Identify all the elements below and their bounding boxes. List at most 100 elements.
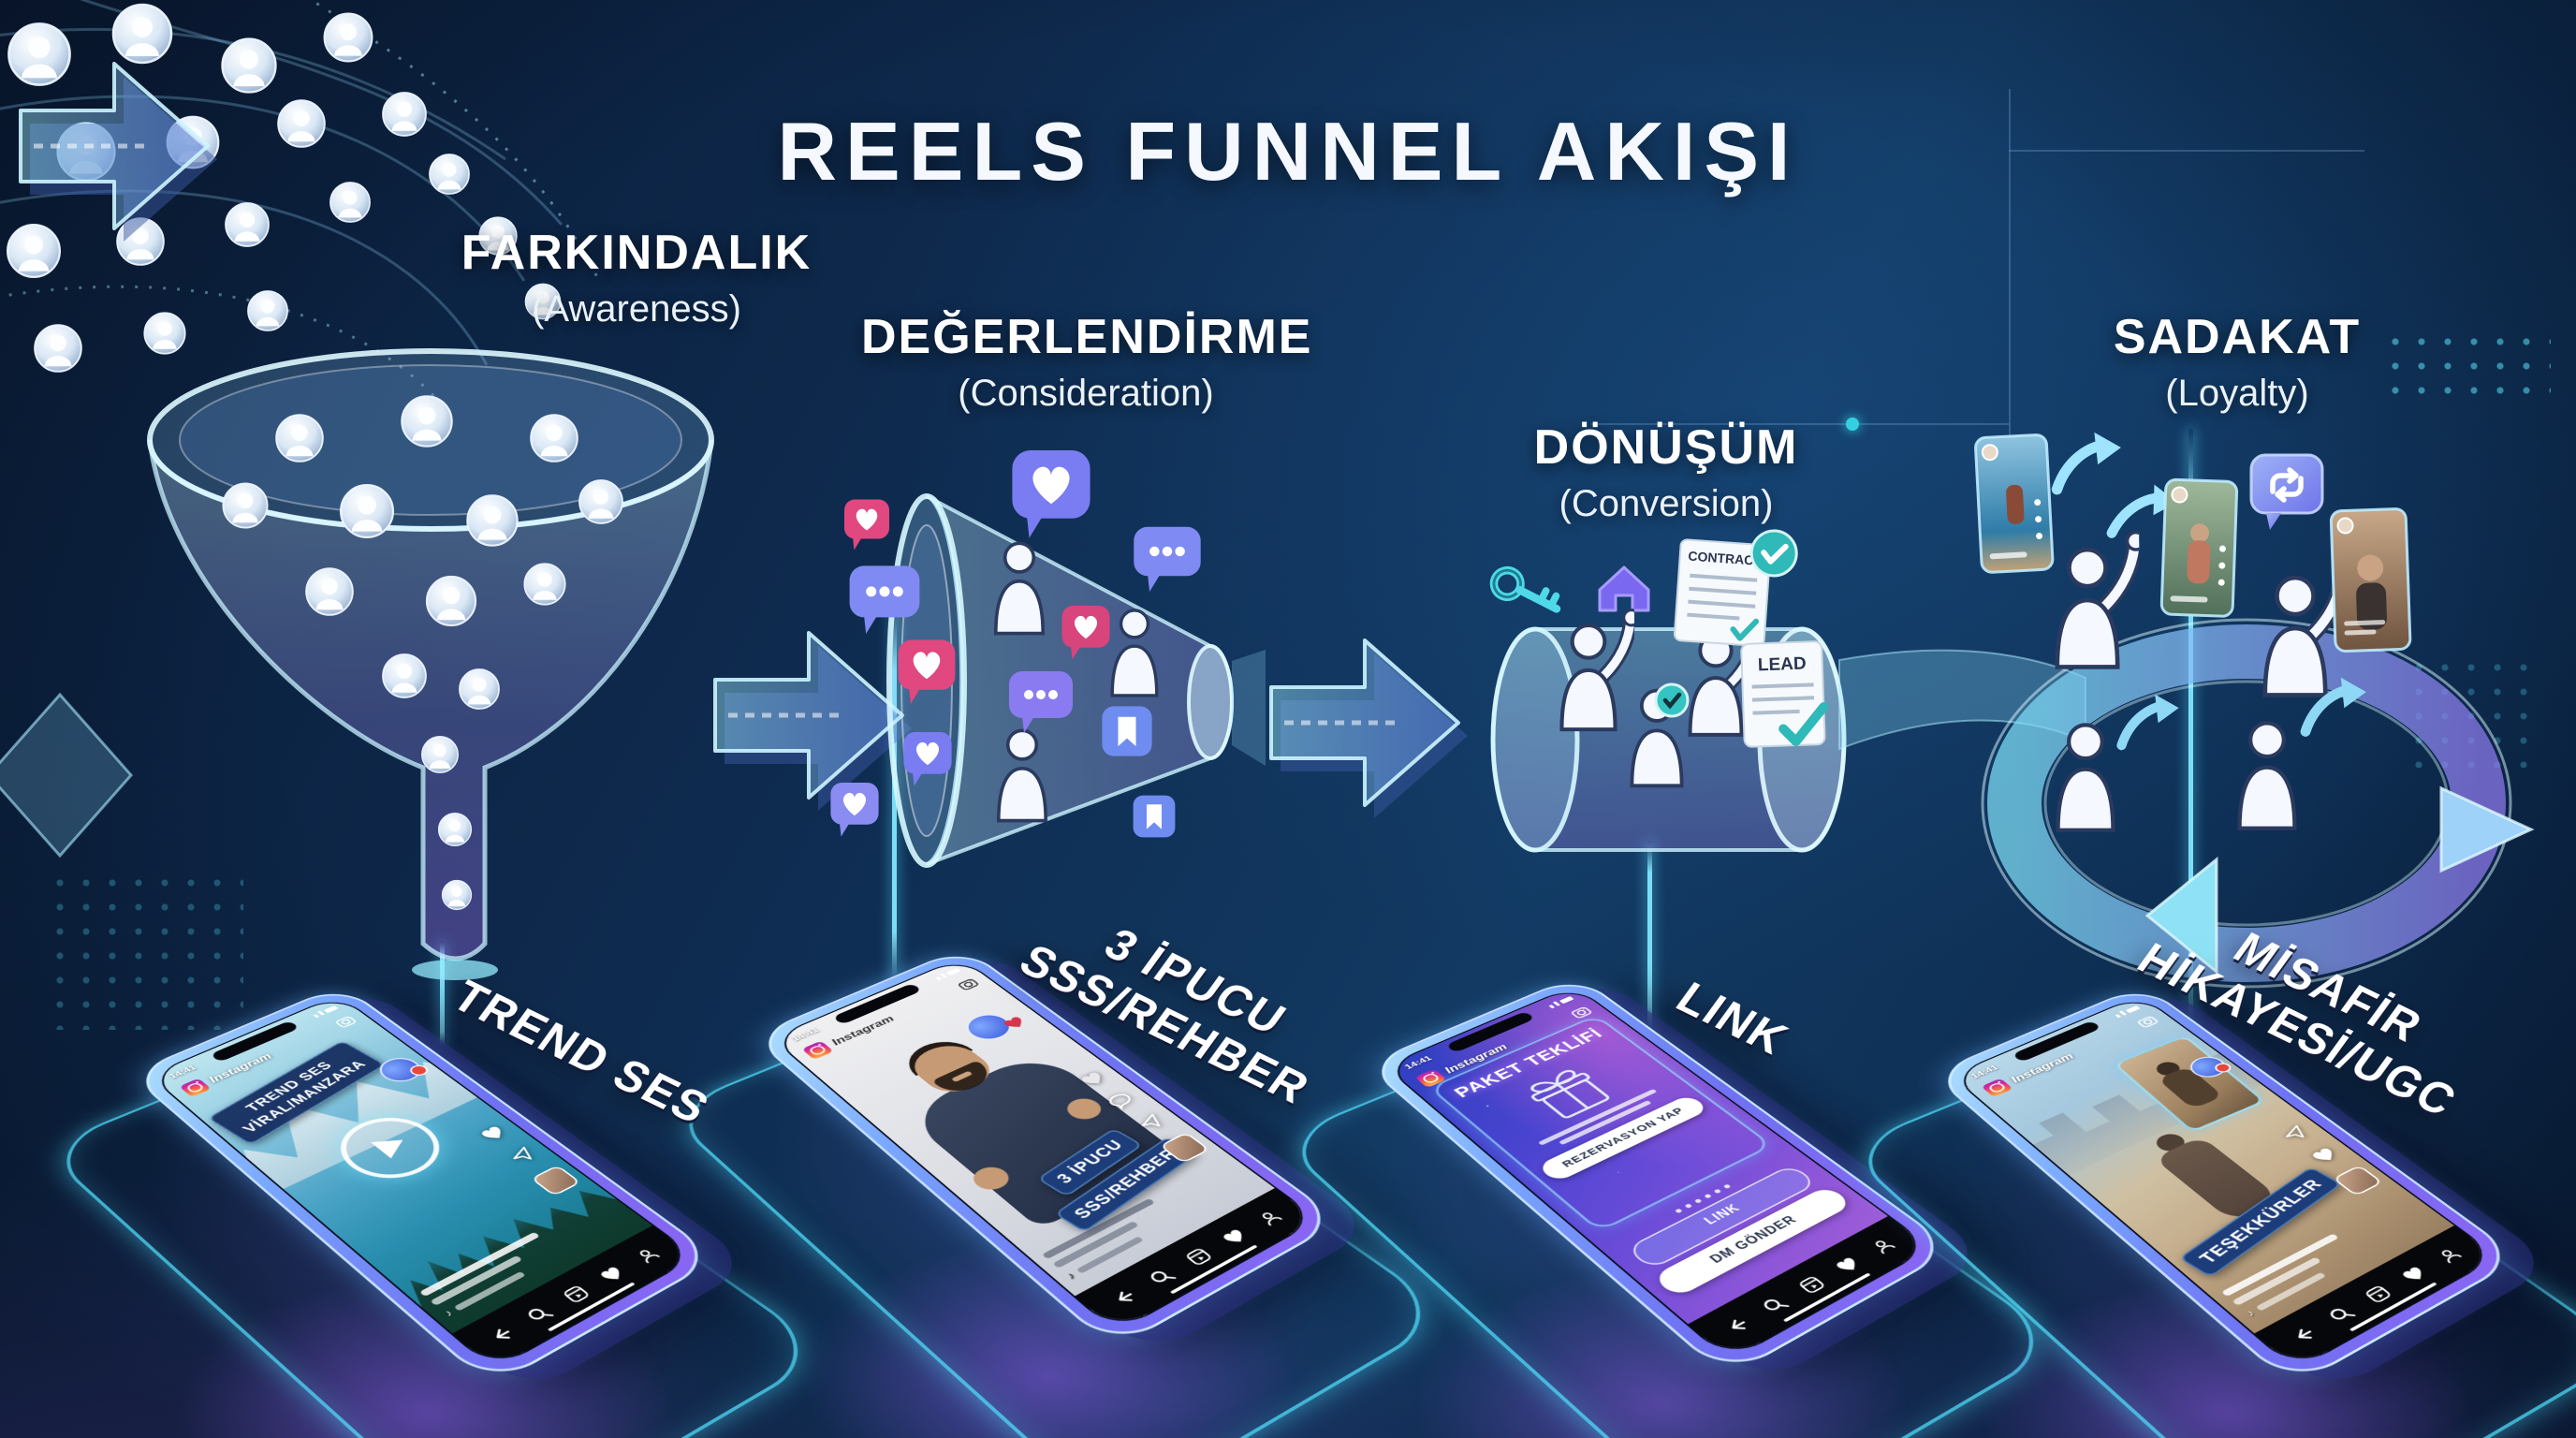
stage-consideration-label: DEĞERLENDİRME bbox=[861, 310, 1313, 364]
user-avatar-icon bbox=[459, 668, 500, 710]
circuit-line-vertical bbox=[2009, 89, 2011, 521]
search-icon[interactable] bbox=[1758, 1294, 1793, 1317]
stage-awareness-sublabel: (Awareness) bbox=[532, 288, 741, 330]
back-icon[interactable] bbox=[1106, 1285, 1142, 1309]
reels-icon[interactable] bbox=[1181, 1245, 1216, 1268]
user-avatar-icon bbox=[7, 22, 71, 86]
search-icon[interactable] bbox=[2324, 1303, 2359, 1327]
share-icon[interactable] bbox=[1133, 1111, 1168, 1133]
user-avatar-icon bbox=[34, 324, 82, 373]
ugc-story-card bbox=[2329, 507, 2412, 653]
user-avatar-icon bbox=[382, 653, 427, 698]
user-avatar-icon bbox=[225, 202, 270, 247]
repost-icon bbox=[2249, 453, 2324, 530]
phone-conversion: 14:41 Instagram PAKET TEKLİFİ bbox=[1274, 852, 2069, 1438]
activity-heart-icon[interactable] bbox=[1218, 1225, 1251, 1248]
cycle-arrow-icon bbox=[2057, 433, 2121, 490]
user-avatar-icon bbox=[305, 567, 354, 616]
activity-heart-icon[interactable] bbox=[2397, 1263, 2431, 1285]
stage-consideration: DEĞERLENDİRME (Consideration) bbox=[861, 309, 1310, 415]
profile-icon[interactable] bbox=[1253, 1207, 1287, 1228]
user-avatar-icon bbox=[425, 575, 477, 627]
user-avatar-icon bbox=[401, 395, 453, 448]
contract-label: CONTRACT bbox=[1688, 549, 1763, 568]
user-avatar-icon bbox=[323, 12, 373, 63]
cycle-arrow-icon bbox=[2122, 695, 2179, 745]
approval-badge-icon bbox=[1654, 682, 1690, 718]
house-icon bbox=[1598, 565, 1650, 612]
connector-line bbox=[1647, 841, 1652, 1039]
heart-badge-icon bbox=[844, 499, 889, 550]
stage-awareness: FARKINDALIK (Awareness) bbox=[412, 225, 861, 330]
dot-grid-decoration bbox=[2382, 330, 2551, 410]
profile-icon[interactable] bbox=[631, 1244, 665, 1266]
check-circle-icon bbox=[1749, 529, 1798, 578]
stage-conversion: DÖNÜŞÜM (Conversion) bbox=[1460, 419, 1872, 525]
connector-line bbox=[892, 609, 897, 992]
connector-line bbox=[440, 941, 445, 1049]
key-icon bbox=[1489, 565, 1561, 613]
heart-badge-icon bbox=[1012, 450, 1090, 538]
user-avatar-icon bbox=[339, 483, 395, 539]
user-avatar-icon bbox=[222, 482, 269, 529]
stage-consideration-sublabel: (Consideration) bbox=[958, 373, 1214, 414]
reels-icon[interactable] bbox=[2361, 1283, 2395, 1305]
ugc-story-card bbox=[2159, 477, 2239, 618]
page-title: REELS FUNNEL AKIŞI bbox=[777, 104, 1799, 198]
stage-loyalty: SADAKAT (Loyalty) bbox=[2031, 309, 2443, 415]
audience-stream-curves bbox=[0, 0, 601, 404]
user-avatar-icon bbox=[247, 290, 288, 331]
loop-arrowhead-right bbox=[2439, 785, 2535, 873]
profile-icon[interactable] bbox=[2433, 1244, 2466, 1266]
like-icon[interactable] bbox=[2306, 1145, 2342, 1167]
share-icon[interactable] bbox=[505, 1145, 540, 1167]
circuit-node-dot bbox=[1846, 418, 1859, 431]
bookmark-badge-icon bbox=[1102, 706, 1152, 756]
stage-conversion-sublabel: (Conversion) bbox=[1559, 483, 1774, 524]
user-avatar-icon bbox=[523, 563, 566, 606]
stage-loyalty-sublabel: (Loyalty) bbox=[2165, 373, 2309, 414]
reels-icon[interactable] bbox=[559, 1283, 593, 1305]
contract-document: CONTRACT bbox=[1673, 529, 1798, 647]
back-icon[interactable] bbox=[484, 1323, 520, 1346]
conversion-cylinder: CONTRACT LEAD bbox=[1489, 529, 1847, 853]
user-avatar-icon bbox=[421, 736, 459, 773]
activity-heart-icon[interactable] bbox=[595, 1263, 629, 1285]
stage-conversion-label: DÖNÜŞÜM bbox=[1533, 420, 1799, 475]
connector-line bbox=[2188, 429, 2193, 1047]
loop-arrowhead-left bbox=[2144, 856, 2218, 976]
diamond-decoration bbox=[0, 692, 134, 858]
back-icon[interactable] bbox=[2286, 1323, 2321, 1346]
search-icon[interactable] bbox=[1145, 1266, 1179, 1289]
user-avatar-icon bbox=[111, 3, 173, 65]
user-avatar-icon bbox=[578, 479, 623, 524]
loyalty-loop bbox=[1974, 433, 2535, 989]
circuit-line-horizontal bbox=[1591, 423, 2009, 425]
stage-awareness-label: FARKINDALIK bbox=[461, 226, 812, 280]
user-avatar-icon bbox=[6, 223, 62, 279]
dot-grid-decoration bbox=[47, 871, 243, 1030]
ugc-story-card bbox=[1974, 433, 2055, 574]
user-avatar-icon bbox=[466, 494, 519, 547]
lead-label: LEAD bbox=[1758, 654, 1807, 676]
reels-icon[interactable] bbox=[1794, 1273, 1829, 1296]
back-icon[interactable] bbox=[1720, 1313, 1755, 1337]
user-avatar-icon bbox=[143, 312, 186, 355]
activity-heart-icon[interactable] bbox=[1831, 1254, 1865, 1276]
search-icon[interactable] bbox=[522, 1303, 557, 1327]
user-avatar-icon bbox=[221, 37, 277, 94]
lead-document: LEAD bbox=[1740, 640, 1829, 748]
user-avatar-icon bbox=[275, 414, 324, 462]
comment-icon[interactable] bbox=[1104, 1090, 1139, 1111]
user-avatar-icon bbox=[437, 812, 473, 847]
funnel-spout-glow bbox=[412, 960, 498, 980]
heart-badge-icon bbox=[830, 783, 879, 837]
user-avatar-icon bbox=[530, 414, 578, 462]
flow-arrow bbox=[1271, 640, 1468, 818]
flow-arrow bbox=[715, 633, 912, 811]
circuit-line-horizontal bbox=[2009, 150, 2364, 152]
stage-loyalty-label: SADAKAT bbox=[2113, 310, 2362, 364]
